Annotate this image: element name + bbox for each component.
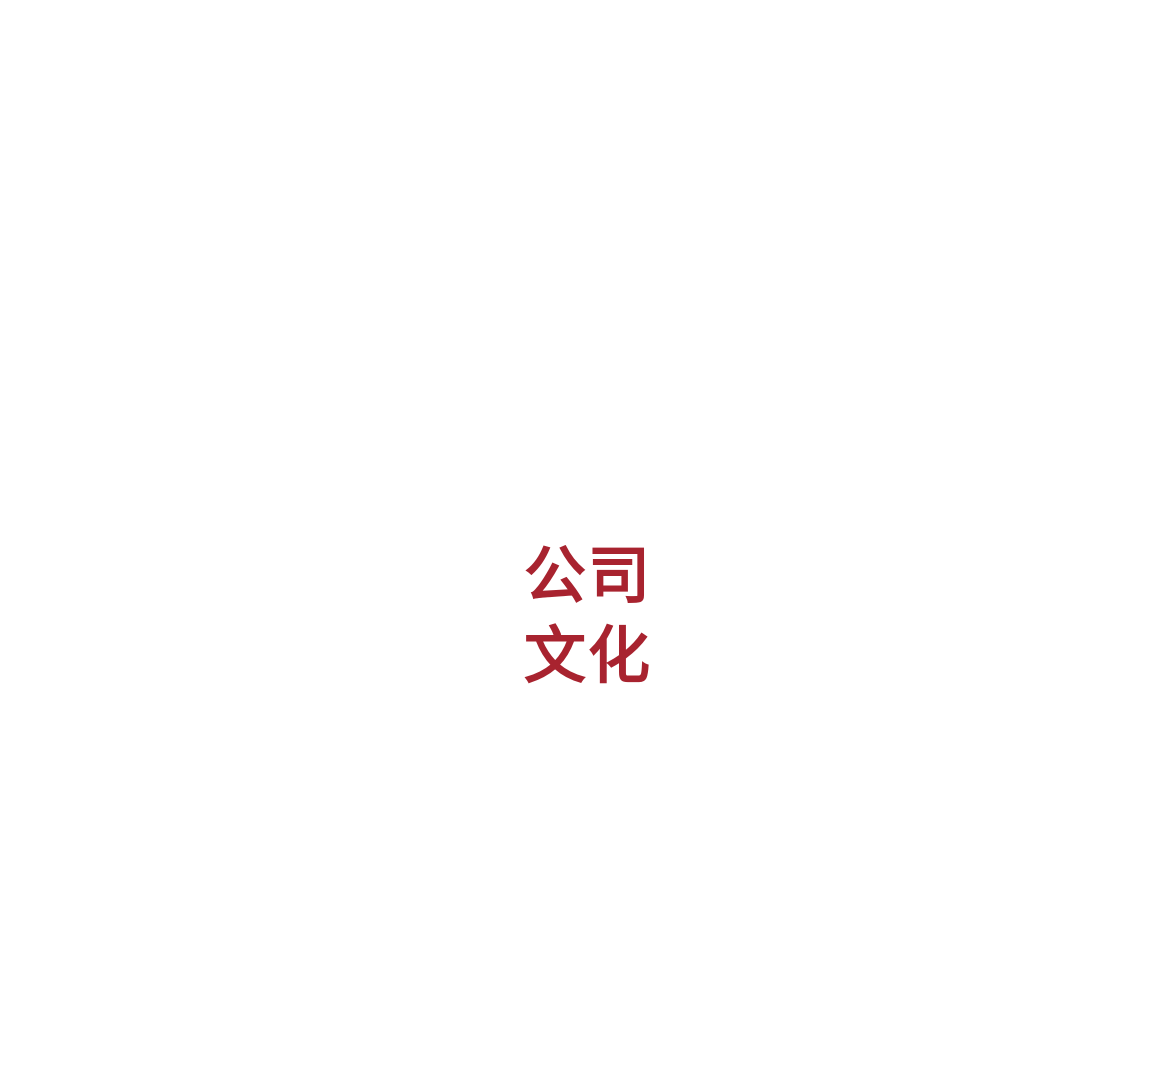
title-line-2: 文化 [523, 619, 652, 692]
title-line-1: 公司 [523, 539, 652, 612]
section-title: 公司 文化 [0, 536, 1176, 696]
